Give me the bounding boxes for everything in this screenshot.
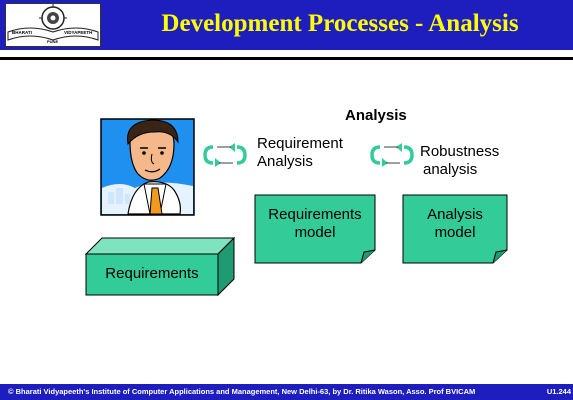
model-label-line: model (434, 224, 476, 241)
cycle-arrow-icon (370, 143, 414, 167)
businessman-clipart-icon (100, 118, 195, 216)
model-label-line: Analysis (427, 206, 483, 223)
analysis-model-note-shape (402, 194, 508, 264)
model-label-line: Requirements (268, 206, 362, 223)
institute-logo: BHARATI VIDYAPEETH PUNE (5, 3, 101, 47)
page-number: U1.244 (546, 387, 571, 396)
logo-emblem-icon (7, 4, 99, 41)
model-label-line: model (294, 224, 336, 241)
step-label-line: Analysis (257, 153, 313, 170)
requirements-box-shape (85, 237, 235, 297)
step-label-line: Requirement (257, 135, 343, 152)
requirements-model-note-shape (254, 194, 376, 264)
cycle-arrow-icon (203, 143, 247, 167)
footer-copyright: © Bharati Vidyapeeth's Institute of Comp… (8, 387, 476, 396)
logo-right-text: VIDYAPEETH (64, 30, 93, 35)
footer-bar: © Bharati Vidyapeeth's Institute of Comp… (0, 384, 573, 400)
robustness-analysis-label: Robustness analysis (420, 143, 499, 179)
requirements-model-label: Requirements model (254, 206, 376, 242)
requirement-analysis-label: Requirement Analysis (257, 135, 343, 171)
analysis-heading: Analysis (345, 107, 407, 124)
logo-bottom-text: PUNE (47, 39, 59, 44)
step-label-line: Robustness (420, 143, 500, 160)
analysis-model-label: Analysis model (402, 206, 508, 242)
logo-left-text: BHARATI (12, 30, 32, 35)
title-divider (0, 57, 573, 60)
step-label-line: analysis (423, 161, 478, 178)
slide-title: Development Processes - Analysis (161, 10, 519, 37)
requirements-box-label: Requirements (105, 265, 199, 282)
